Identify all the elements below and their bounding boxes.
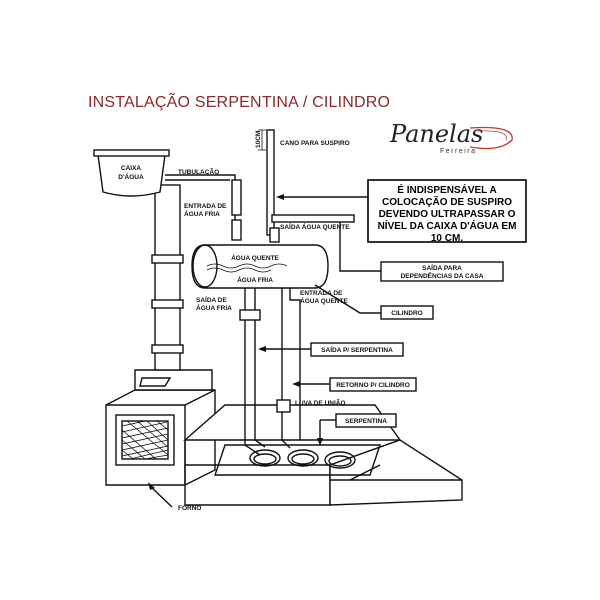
page-title: INSTALAÇÃO SERPENTINA / CILINDRO [88, 94, 391, 111]
vent-pipe: 10CM [255, 129, 275, 236]
stove-body [105, 369, 463, 506]
brand-logo: Panelas Ferreira [389, 120, 513, 155]
callout-saida-serpentina: SAÍDA P/ SERPENTINA [258, 342, 404, 357]
label-tubulacao: TUBULAÇÃO [178, 167, 219, 176]
logo-subtitle: Ferreira [440, 148, 477, 155]
notice-line-4: NÍVEL DA CAIXA D'ÁGUA EM [378, 219, 517, 232]
notice-box: É INDISPENSÁVEL A COLOCAÇÃO DE SUSPIRO D… [276, 179, 527, 244]
water-tank [93, 149, 170, 197]
svg-text:DEPENDÊNCIAS DA CASA: DEPENDÊNCIAS DA CASA [401, 271, 484, 280]
logo-name: Panelas [389, 120, 483, 148]
notice-line-1: É INDISPENSÁVEL A [397, 183, 496, 196]
notice-line-5: 10 CM. [431, 233, 463, 244]
svg-text:SERPENTINA: SERPENTINA [345, 418, 387, 425]
label-saida-quente: SAÍDA ÁGUA QUENTE [280, 222, 350, 231]
label-saida-fria-1: SAÍDA DE [196, 295, 227, 304]
svg-text:SAÍDA P/ SERPENTINA: SAÍDA P/ SERPENTINA [321, 345, 393, 354]
svg-text:RETORNO P/ CILINDRO: RETORNO P/ CILINDRO [336, 382, 410, 389]
svg-text:CILINDRO: CILINDRO [391, 310, 422, 317]
callout-cilindro: CILINDRO [314, 284, 434, 320]
logo-swoosh [469, 126, 513, 150]
label-caixa-2: D'ÁGUA [118, 172, 144, 181]
callout-retorno-cilindro: RETORNO P/ CILINDRO [292, 377, 417, 392]
notice-line-3: DEVENDO ULTRAPASSAR O [379, 209, 516, 220]
serpentine-coil [214, 444, 381, 476]
svg-text:SAÍDA PARA: SAÍDA PARA [422, 263, 462, 272]
label-entrada-fria-2: ÁGUA FRIA [184, 209, 220, 218]
label-entrada-quente-2: ÁGUA QUENTE [300, 296, 348, 305]
label-entrada-quente-1: ENTRADA DE [300, 290, 343, 297]
label-saida-fria-2: ÁGUA FRIA [196, 303, 232, 312]
label-luva-uniao: LUVA DE UNIÃO [295, 398, 346, 407]
callout-saida-dependencias: SAÍDA PARA DEPENDÊNCIAS DA CASA [339, 222, 504, 282]
label-agua-fria: ÁGUA FRIA [237, 275, 273, 284]
label-agua-quente: ÁGUA QUENTE [231, 253, 279, 262]
label-entrada-fria-1: ENTRADA DE [184, 203, 227, 210]
label-cano-suspiro: CANO PARA SUSPIRO [280, 140, 350, 147]
label-caixa-1: CAIXA [121, 165, 142, 172]
dimension-label: 10CM [255, 131, 262, 148]
label-forno: FORNO [178, 505, 201, 512]
notice-line-2: COLOCAÇÃO DE SUSPIRO [382, 195, 512, 208]
oven-window [115, 414, 175, 466]
forno-pointer [149, 485, 173, 508]
callout-serpentina: SERPENTINA [317, 413, 397, 446]
supply-pipe [165, 174, 242, 241]
chimney [151, 184, 184, 371]
cylinder [191, 244, 329, 289]
